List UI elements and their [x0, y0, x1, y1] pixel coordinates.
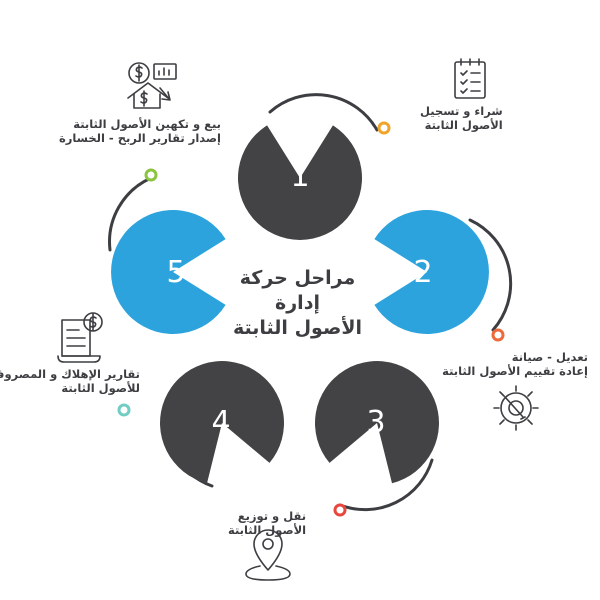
- stage-2-segment: [374, 209, 489, 334]
- stage-1-connector-arc: [268, 93, 379, 132]
- stage-5-label: بيع و تكهين الأصول الثابتة إصدار تقارير …: [59, 117, 221, 145]
- center-title-line-3: الأصول الثابتة: [233, 317, 362, 339]
- stage-3-connector-arc: [338, 458, 434, 512]
- stage-3-label-line-2: الأصول الثابتة: [228, 523, 307, 537]
- stage-number-1: 1: [290, 159, 309, 194]
- stage-2-label: تعديل - صيانة إعادة تقييم الأصول الثابتة: [442, 350, 588, 378]
- stage-1-connector-dot: [377, 121, 391, 135]
- stage-5-connector-dot: [144, 168, 158, 182]
- stage-2-label-line-1: تعديل - صيانة: [511, 350, 588, 364]
- stage-number-5: 5: [166, 255, 185, 290]
- center-title: مراحل حركة إدارة الأصول الثابتة: [210, 266, 385, 341]
- stage-5-label-line-1: بيع و تكهين الأصول الثابتة: [73, 117, 221, 131]
- stage-5-segment: [111, 209, 226, 334]
- stage-3-label: نقل و توزيع الأصول الثابتة: [228, 509, 306, 537]
- stage-5-label-line-2: إصدار تقارير الربح - الخسارة: [58, 131, 221, 145]
- stage-4-segment: [160, 361, 285, 484]
- stage-number-2: 2: [413, 255, 432, 290]
- stage-number-3: 3: [366, 405, 385, 440]
- stage-2-label-line-2: إعادة تقييم الأصول الثابتة: [442, 364, 588, 378]
- stage-4-label-line-1: تقارير الإهلاك و المصروفات: [0, 367, 140, 381]
- stage-1-label-line-2: الأصول الثابتة: [424, 118, 503, 132]
- location-pin-icon: [245, 529, 291, 581]
- stage-5-connector-arc: [108, 176, 153, 252]
- stage-1-label-line-1: شراء و تسجيل: [420, 104, 503, 118]
- center-title-line-2: إدارة: [275, 292, 320, 314]
- stage-4-label: تقارير الإهلاك و المصروفات للأصول الثابت…: [0, 367, 140, 395]
- stage-number-4: 4: [211, 405, 230, 440]
- stage-3-connector-dot: [333, 503, 347, 517]
- stage-3-label-line-1: نقل و توزيع: [237, 509, 307, 523]
- stage-1-segment: [238, 125, 363, 240]
- gear-wrench-icon: [493, 385, 539, 431]
- stage-4-label-line-2: للأصول الثابتة: [61, 381, 140, 395]
- center-title-line-1: مراحل حركة: [239, 267, 356, 289]
- stage-4-connector-dot: [117, 403, 131, 417]
- segment-layer: [111, 125, 489, 484]
- stage-3-segment: [314, 361, 439, 484]
- stage-1-label: شراء و تسجيل الأصول الثابتة: [420, 104, 503, 132]
- checklist-icon: [454, 58, 486, 99]
- stage-2-connector-arc: [468, 218, 513, 332]
- report-dollar-icon: [57, 312, 103, 363]
- sale-loss-icon: [127, 62, 177, 109]
- stage-2-connector-dot: [491, 328, 505, 342]
